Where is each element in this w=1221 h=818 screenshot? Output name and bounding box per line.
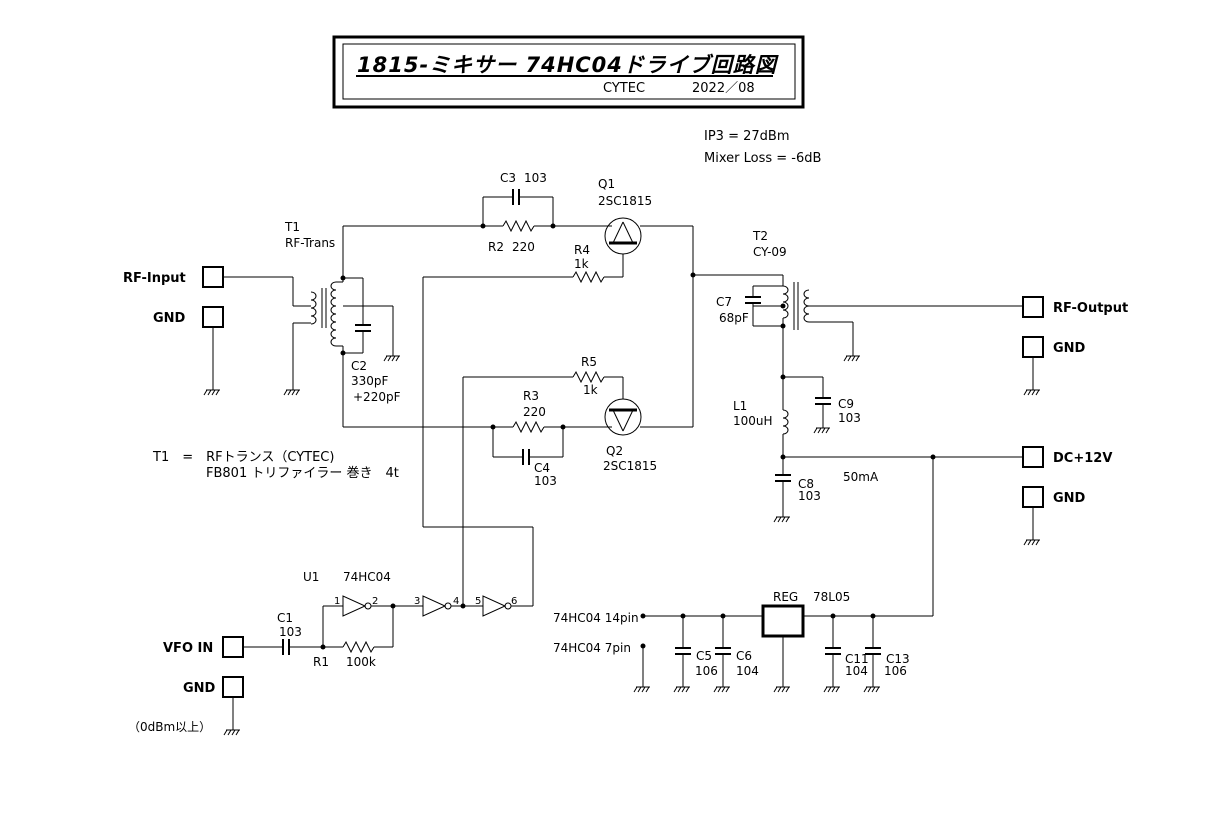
gnd-terminal-1 (202, 306, 224, 328)
t2-transformer (690, 272, 1023, 410)
u1-pin2: 2 (372, 596, 378, 607)
pin7-label: 74HC04 7pin (553, 641, 631, 655)
dc12v-terminal (1022, 446, 1044, 468)
title-block: 1815-ミキサー 74HC04ドライブ回路図 CYTEC 2022／08 (332, 35, 805, 109)
c4-value: 103 (534, 474, 557, 488)
reg-value: 78L05 (813, 590, 850, 604)
gnd-terminal-2 (1022, 336, 1044, 358)
u1-pin1: 1 (334, 596, 340, 607)
c5-value: 106 (695, 664, 718, 678)
regulator-78l05 (761, 604, 805, 638)
spec-ip3: IP3 = 27dBm (704, 129, 789, 144)
gnd-label-3: GND (1053, 491, 1086, 506)
gnd-terminal-3 (1022, 486, 1044, 508)
c6-ref: C6 (736, 649, 752, 663)
c2-value: 330pF (351, 374, 389, 388)
c2-value-2: +220pF (353, 390, 401, 404)
c3-ref: C3 (500, 171, 516, 185)
t1-value: RF-Trans (285, 236, 335, 250)
c13-ref: C13 (886, 652, 910, 666)
r1-value: 100k (346, 655, 376, 669)
dc12v-label: DC+12V (1053, 451, 1112, 466)
diagram-title: 1815-ミキサー 74HC04ドライブ回路図 (357, 53, 779, 77)
c13-value: 106 (884, 664, 907, 678)
title-date: 2022／08 (692, 81, 755, 96)
r3-ref: R3 (523, 389, 539, 403)
q2-branch (343, 275, 694, 606)
reg-ref: REG (773, 590, 798, 604)
c9-value: 103 (838, 411, 861, 425)
gnd-label-1: GND (153, 311, 186, 326)
c1-value: 103 (279, 625, 302, 639)
r4-value: 1k (574, 257, 589, 271)
t1-transformer (223, 226, 401, 427)
rf-input-terminal (202, 266, 224, 288)
vfo-in-label: VFO IN (163, 641, 213, 656)
r4-ref: R4 (574, 243, 590, 257)
gnd-label-4: GND (183, 681, 216, 696)
u1-value: 74HC04 (343, 570, 391, 584)
r3-value: 220 (523, 405, 546, 419)
l1-value: 100uH (733, 414, 773, 428)
u1-pin5: 5 (475, 596, 481, 607)
c9-ref: C9 (838, 397, 854, 411)
q1-branch (343, 189, 694, 606)
t1-note-line2: FB801 トリファイラー 巻き 4t (206, 466, 399, 481)
c2-ref: C2 (351, 359, 367, 373)
c8-value: 103 (798, 489, 821, 503)
regulator-section (633, 457, 934, 693)
c6-value: 104 (736, 664, 759, 678)
vfo-level-note: （0dBm以上） (128, 720, 211, 734)
rf-output-terminal (1022, 296, 1044, 318)
power-filter (203, 327, 1041, 736)
pin14-label: 74HC04 14pin (553, 611, 639, 625)
connectors: RF-Input GND RF-Output GND DC+12V GND VF… (123, 266, 1128, 734)
r2-ref: R2 (488, 240, 504, 254)
r1-ref: R1 (313, 655, 329, 669)
c7-value: 68pF (719, 311, 749, 325)
rf-input-label: RF-Input (123, 271, 186, 286)
rf-output-label: RF-Output (1053, 301, 1128, 316)
c3-value: 103 (524, 171, 547, 185)
spec-mixer-loss: Mixer Loss = -6dB (704, 151, 821, 166)
u1-ref: U1 (303, 570, 319, 584)
t2-ref: T2 (752, 229, 768, 243)
gnd-terminal-4 (222, 676, 244, 698)
vfo-in-terminal (222, 636, 244, 658)
c5-ref: C5 (696, 649, 712, 663)
t2-value: CY-09 (753, 245, 787, 259)
q1-ref: Q1 (598, 177, 615, 191)
title-company: CYTEC (603, 81, 645, 96)
q2-value: 2SC1815 (603, 459, 657, 473)
r5-ref: R5 (581, 355, 597, 369)
l1-ref: L1 (733, 399, 747, 413)
q1-value: 2SC1815 (598, 194, 652, 208)
t1-note-line1: T1 = RFトランス（CYTEC) (152, 450, 334, 465)
c11-ref: C11 (845, 652, 869, 666)
c8-ref: C8 (798, 477, 814, 491)
u1-pin6: 6 (511, 596, 517, 607)
r2-value: 220 (512, 240, 535, 254)
u1-pin3: 3 (414, 596, 420, 607)
q2-ref: Q2 (606, 444, 623, 458)
c11-value: 104 (845, 664, 868, 678)
t1-ref: T1 (284, 220, 300, 234)
u1-pin4: 4 (453, 596, 459, 607)
c1-ref: C1 (277, 611, 293, 625)
r5-value: 1k (583, 383, 598, 397)
u1-inverters (243, 595, 533, 655)
c4-ref: C4 (534, 461, 550, 475)
gnd-label-2: GND (1053, 341, 1086, 356)
supply-current: 50mA (843, 470, 879, 484)
c7-ref: C7 (716, 295, 732, 309)
